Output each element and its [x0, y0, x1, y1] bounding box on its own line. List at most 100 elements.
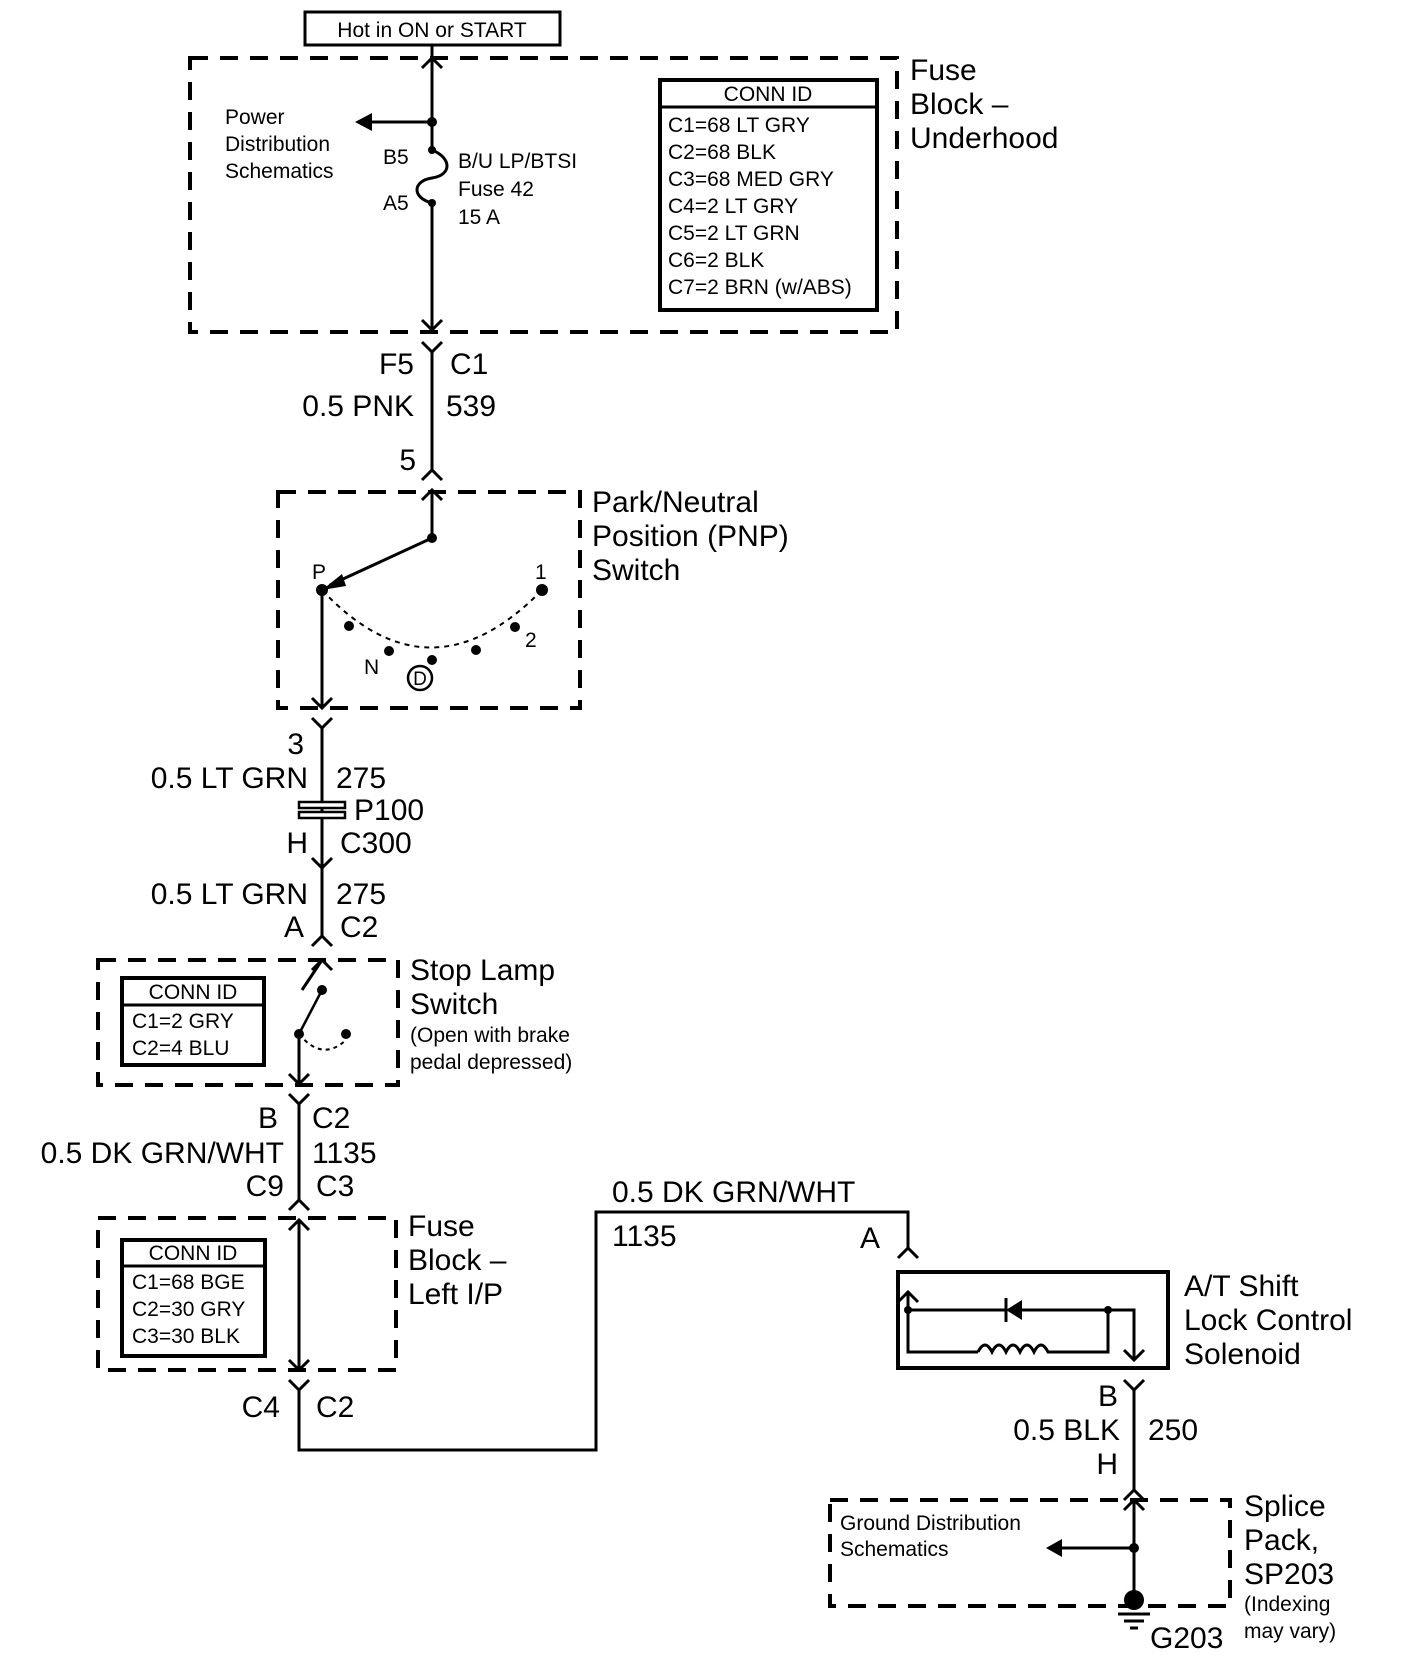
- left-ip-conn-row-3: C3=30 BLK: [132, 1325, 240, 1348]
- fuse-pin-b5: B5: [383, 146, 409, 169]
- stop-switch-travel-arc: [298, 1033, 347, 1051]
- left-ip-in-arrow: [287, 1217, 311, 1232]
- connector-c300-chevron: [310, 856, 334, 871]
- pnp-label-d: D: [413, 669, 427, 690]
- svg-text:15 A: 15 A: [458, 206, 500, 229]
- wire-539-gauge: 0.5 PNK: [302, 390, 414, 423]
- diode-icon: [1006, 1300, 1022, 1320]
- connector-c4-chevron: [287, 1378, 311, 1393]
- svg-text:C2=68 BLK: C2=68 BLK: [668, 141, 776, 164]
- left-ip-conn-row-2: C2=30 GRY: [132, 1298, 245, 1321]
- pnp-arm-arrow-icon: [322, 574, 346, 590]
- stop-lamp-conn-row-2: C2=4 BLU: [132, 1037, 229, 1060]
- power-label: Hot in ON or START: [337, 19, 527, 42]
- solenoid-out-arrow: [1122, 1348, 1146, 1363]
- pin-c9: C9: [246, 1170, 284, 1203]
- pin-h: H: [286, 827, 308, 860]
- svg-text:Ground Distribution: Ground Distribution: [840, 1512, 1021, 1535]
- wire-1135-gauge-2: 0.5 DK GRN/WHT: [612, 1176, 855, 1209]
- svg-text:(Open with brake: (Open with brake: [410, 1024, 570, 1047]
- wire-1135-gauge: 0.5 DK GRN/WHT: [41, 1137, 284, 1170]
- splice-dot: [427, 117, 437, 127]
- wire-275-gauge: 0.5 LT GRN: [151, 762, 308, 795]
- stop-lamp-switch-box: [96, 958, 400, 1087]
- connector-b-chevron: [287, 1092, 311, 1107]
- solenoid-pin-a: A: [860, 1222, 880, 1255]
- svg-text:C3=68 MED GRY: C3=68 MED GRY: [668, 168, 834, 191]
- connector-p100-icon: [297, 800, 347, 820]
- stop-lamp-conn-row-1: C1=2 GRY: [132, 1010, 234, 1033]
- svg-text:C5=2 LT GRN: C5=2 LT GRN: [668, 222, 800, 245]
- conn-id-table-underhood: [658, 78, 879, 312]
- wire-1135-circuit: 1135: [312, 1137, 377, 1170]
- connector-a-chevron: [310, 933, 334, 948]
- svg-text:C4=2 LT GRY: C4=2 LT GRY: [668, 195, 798, 218]
- solenoid-box: [896, 1270, 1170, 1370]
- connector-c2: C2: [340, 911, 378, 944]
- pnp-label-2: 2: [525, 629, 537, 652]
- fuse-block-underhood-box: [188, 56, 899, 334]
- left-ip-conn-header: CONN ID: [149, 1242, 238, 1265]
- svg-text:Schematics: Schematics: [225, 160, 334, 183]
- svg-text:Block –: Block –: [408, 1244, 507, 1277]
- ground-splice-dot: [1124, 1590, 1144, 1610]
- pnp-switch-title: Park/Neutral Position (PNP) Switch: [592, 486, 789, 587]
- pin-b: B: [258, 1102, 278, 1135]
- svg-text:Fuse: Fuse: [910, 54, 977, 87]
- connector-c9-chevron: [287, 1197, 311, 1212]
- fuse-icon: [415, 148, 449, 205]
- conn-id-table-stop-lamp: [120, 976, 266, 1067]
- svg-text:may vary): may vary): [1244, 1620, 1336, 1643]
- svg-text:Schematics: Schematics: [840, 1538, 949, 1561]
- pnp-pin-3: 3: [287, 728, 304, 761]
- connector-3-chevron: [310, 716, 334, 731]
- solenoid-out-wire: [1108, 1308, 1136, 1360]
- ground-dist-arrow-icon: [1046, 1539, 1062, 1557]
- feed-arrow-up: [420, 55, 444, 70]
- pin-f5: F5: [379, 348, 414, 381]
- pnp-contact-1: [536, 584, 548, 596]
- svg-text:Park/Neutral: Park/Neutral: [592, 486, 759, 519]
- svg-text:(Indexing: (Indexing: [1244, 1593, 1330, 1616]
- pin-c1: C1: [450, 348, 488, 381]
- svg-text:C1=68 LT GRY: C1=68 LT GRY: [668, 114, 810, 137]
- connector-c2-c4: C2: [316, 1391, 354, 1424]
- connector-c300: C300: [340, 827, 412, 860]
- wire-275-circuit-2: 275: [336, 878, 386, 911]
- svg-text:Solenoid: Solenoid: [1184, 1338, 1301, 1371]
- solenoid-in-arrow: [896, 1289, 920, 1304]
- svg-text:Fuse 42: Fuse 42: [458, 178, 534, 201]
- connector-p100: P100: [354, 794, 424, 827]
- solenoid-coil-icon: [976, 1310, 1110, 1356]
- power-dist-arrow-icon: [355, 113, 372, 131]
- svg-text:Pack,: Pack,: [1244, 1524, 1319, 1557]
- stop-lamp-switch-note: (Open with brake pedal depressed): [410, 1024, 572, 1074]
- pin-h-250: H: [1096, 1448, 1118, 1481]
- stop-lamp-switch-title: Stop Lamp Switch: [410, 954, 555, 1021]
- svg-text:Switch: Switch: [410, 988, 498, 1021]
- stop-switch-blade: [297, 989, 324, 1035]
- wire-250-circuit: 250: [1148, 1414, 1198, 1447]
- pnp-position-arc: [321, 589, 543, 649]
- conn-id-header: CONN ID: [724, 83, 813, 106]
- solenoid-pin-a-chevron: [896, 1245, 920, 1260]
- svg-text:A/T Shift: A/T Shift: [1184, 1270, 1299, 1303]
- wire-250-gauge: 0.5 BLK: [1013, 1414, 1120, 1447]
- stop-switch-in-arrow: [310, 957, 334, 972]
- connector-c2-b: C2: [312, 1102, 350, 1135]
- wire-275-circuit: 275: [336, 762, 386, 795]
- ground-dist-ref: Ground Distribution Schematics: [840, 1512, 1021, 1561]
- splice-pack-box: [828, 1498, 1232, 1608]
- svg-text:Splice: Splice: [1244, 1490, 1326, 1523]
- solenoid-title: A/T Shift Lock Control Solenoid: [1184, 1270, 1352, 1371]
- pnp-label-1: 1: [535, 561, 547, 584]
- conn-id-rows-underhood: C1=68 LT GRY C2=68 BLK C3=68 MED GRY C4=…: [668, 114, 852, 299]
- wire-1135-circuit-2: 1135: [612, 1220, 677, 1253]
- left-ip-out-arrow: [287, 1358, 311, 1373]
- connector-c1-chevron: [420, 340, 444, 355]
- connector-b-solenoid-chevron: [1122, 1378, 1146, 1393]
- svg-text:C6=2 BLK: C6=2 BLK: [668, 249, 764, 272]
- svg-text:Position (PNP): Position (PNP): [592, 520, 789, 553]
- pnp-pin-5: 5: [399, 444, 416, 477]
- stop-lamp-conn-header: CONN ID: [149, 981, 238, 1004]
